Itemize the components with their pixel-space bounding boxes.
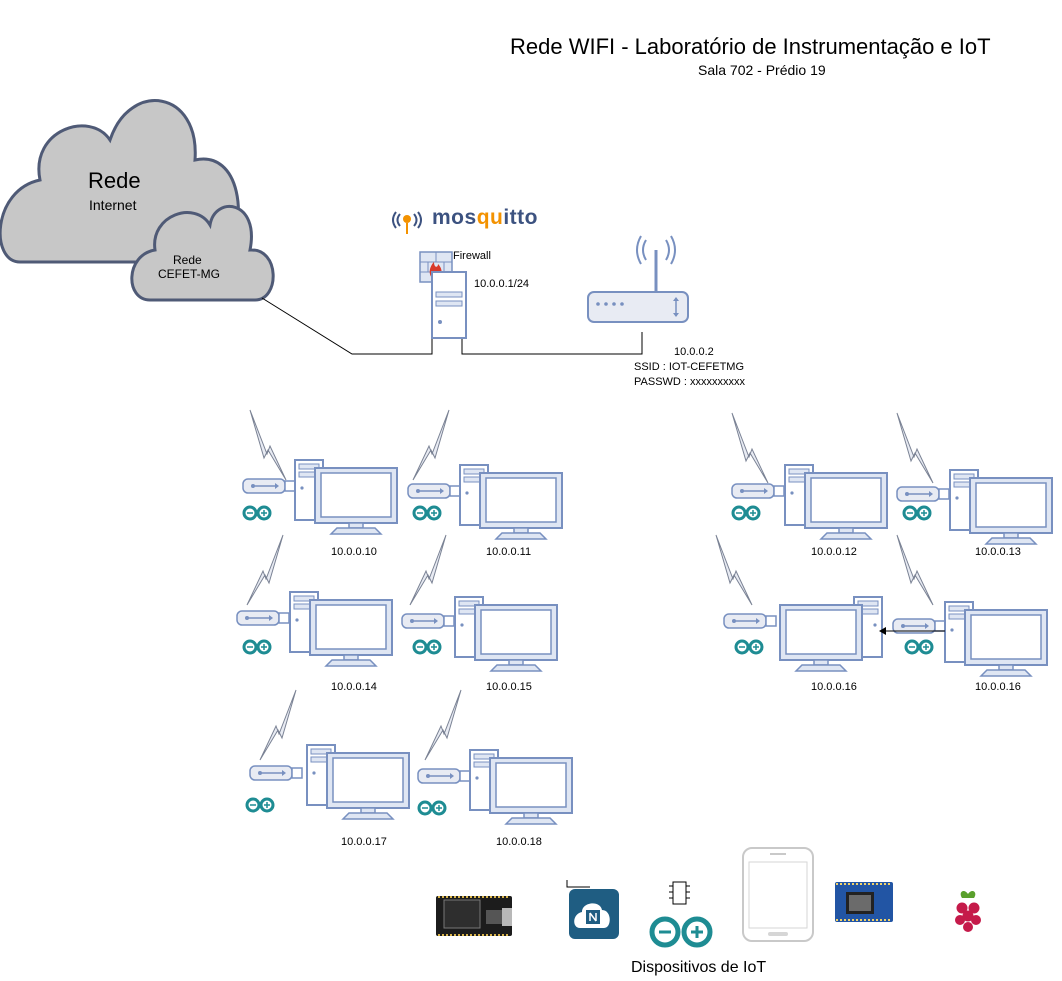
tablet-icon (742, 847, 814, 942)
workstation-18 (417, 689, 573, 825)
nodemcu-board-icon (436, 896, 512, 936)
arduino-chip-icon (649, 881, 713, 948)
diagram-title: Rede WIFI - Laboratório de Instrumentaçã… (510, 34, 991, 59)
workstation-16-right (879, 534, 1048, 677)
workstation-16-left (715, 534, 883, 672)
cloud-server-link (261, 297, 433, 355)
workstation-11 (407, 409, 563, 540)
workstation-ip: 10.0.0.11 (486, 546, 532, 558)
mosquitto-icon (392, 211, 422, 234)
workstation-ip: 10.0.0.10 (331, 546, 377, 558)
workstation-ip: 10.0.0.18 (496, 836, 542, 848)
internet-cloud-title: Rede (88, 168, 141, 193)
cefet-cloud-line1: Rede (173, 253, 202, 267)
workstation-ip: 10.0.0.14 (331, 681, 377, 693)
nodemcu-app-icon (566, 880, 619, 939)
server-ip: 10.0.0.1/24 (474, 278, 530, 290)
workstation-17 (245, 689, 410, 820)
mosquitto-logo-label: mosquitto (432, 206, 538, 229)
workstation-ip: 10.0.0.16 (975, 681, 1021, 693)
workstation-12 (731, 412, 888, 540)
mosquitto-logo-text: mosquitto (432, 206, 538, 230)
server-icon (431, 271, 467, 339)
router-ip: 10.0.0.2 (674, 346, 714, 358)
workstation-ip: 10.0.0.17 (341, 836, 387, 848)
mosquitto-logo-accent: qu (476, 206, 504, 229)
wifi-router-icon (587, 235, 689, 323)
cefet-cloud-line2: CEFET-MG (158, 267, 220, 281)
cefet-cloud (130, 204, 275, 302)
workstation-15 (401, 534, 558, 672)
server-router-link (461, 332, 643, 355)
diagram-subtitle: Sala 702 - Prédio 19 (698, 62, 826, 78)
wemos-d1-board-icon (835, 882, 893, 922)
internet-cloud-subtitle: Internet (89, 197, 137, 213)
workstation-10 (242, 409, 398, 535)
router-password: PASSWD : xxxxxxxxxx (634, 376, 746, 388)
workstation-ip: 10.0.0.12 (811, 546, 857, 558)
router-ssid: SSID : IOT-CEFETMG (634, 361, 745, 373)
workstation-ip: 10.0.0.13 (975, 546, 1021, 558)
raspberry-pi-icon (955, 891, 981, 932)
workstation-13 (896, 412, 1053, 545)
workstation-ip: 10.0.0.16 (811, 681, 857, 693)
firewall-label: Firewall (453, 250, 491, 262)
workstation-ip: 10.0.0.15 (486, 681, 532, 693)
iot-devices-caption: Dispositivos de IoT (631, 959, 767, 976)
